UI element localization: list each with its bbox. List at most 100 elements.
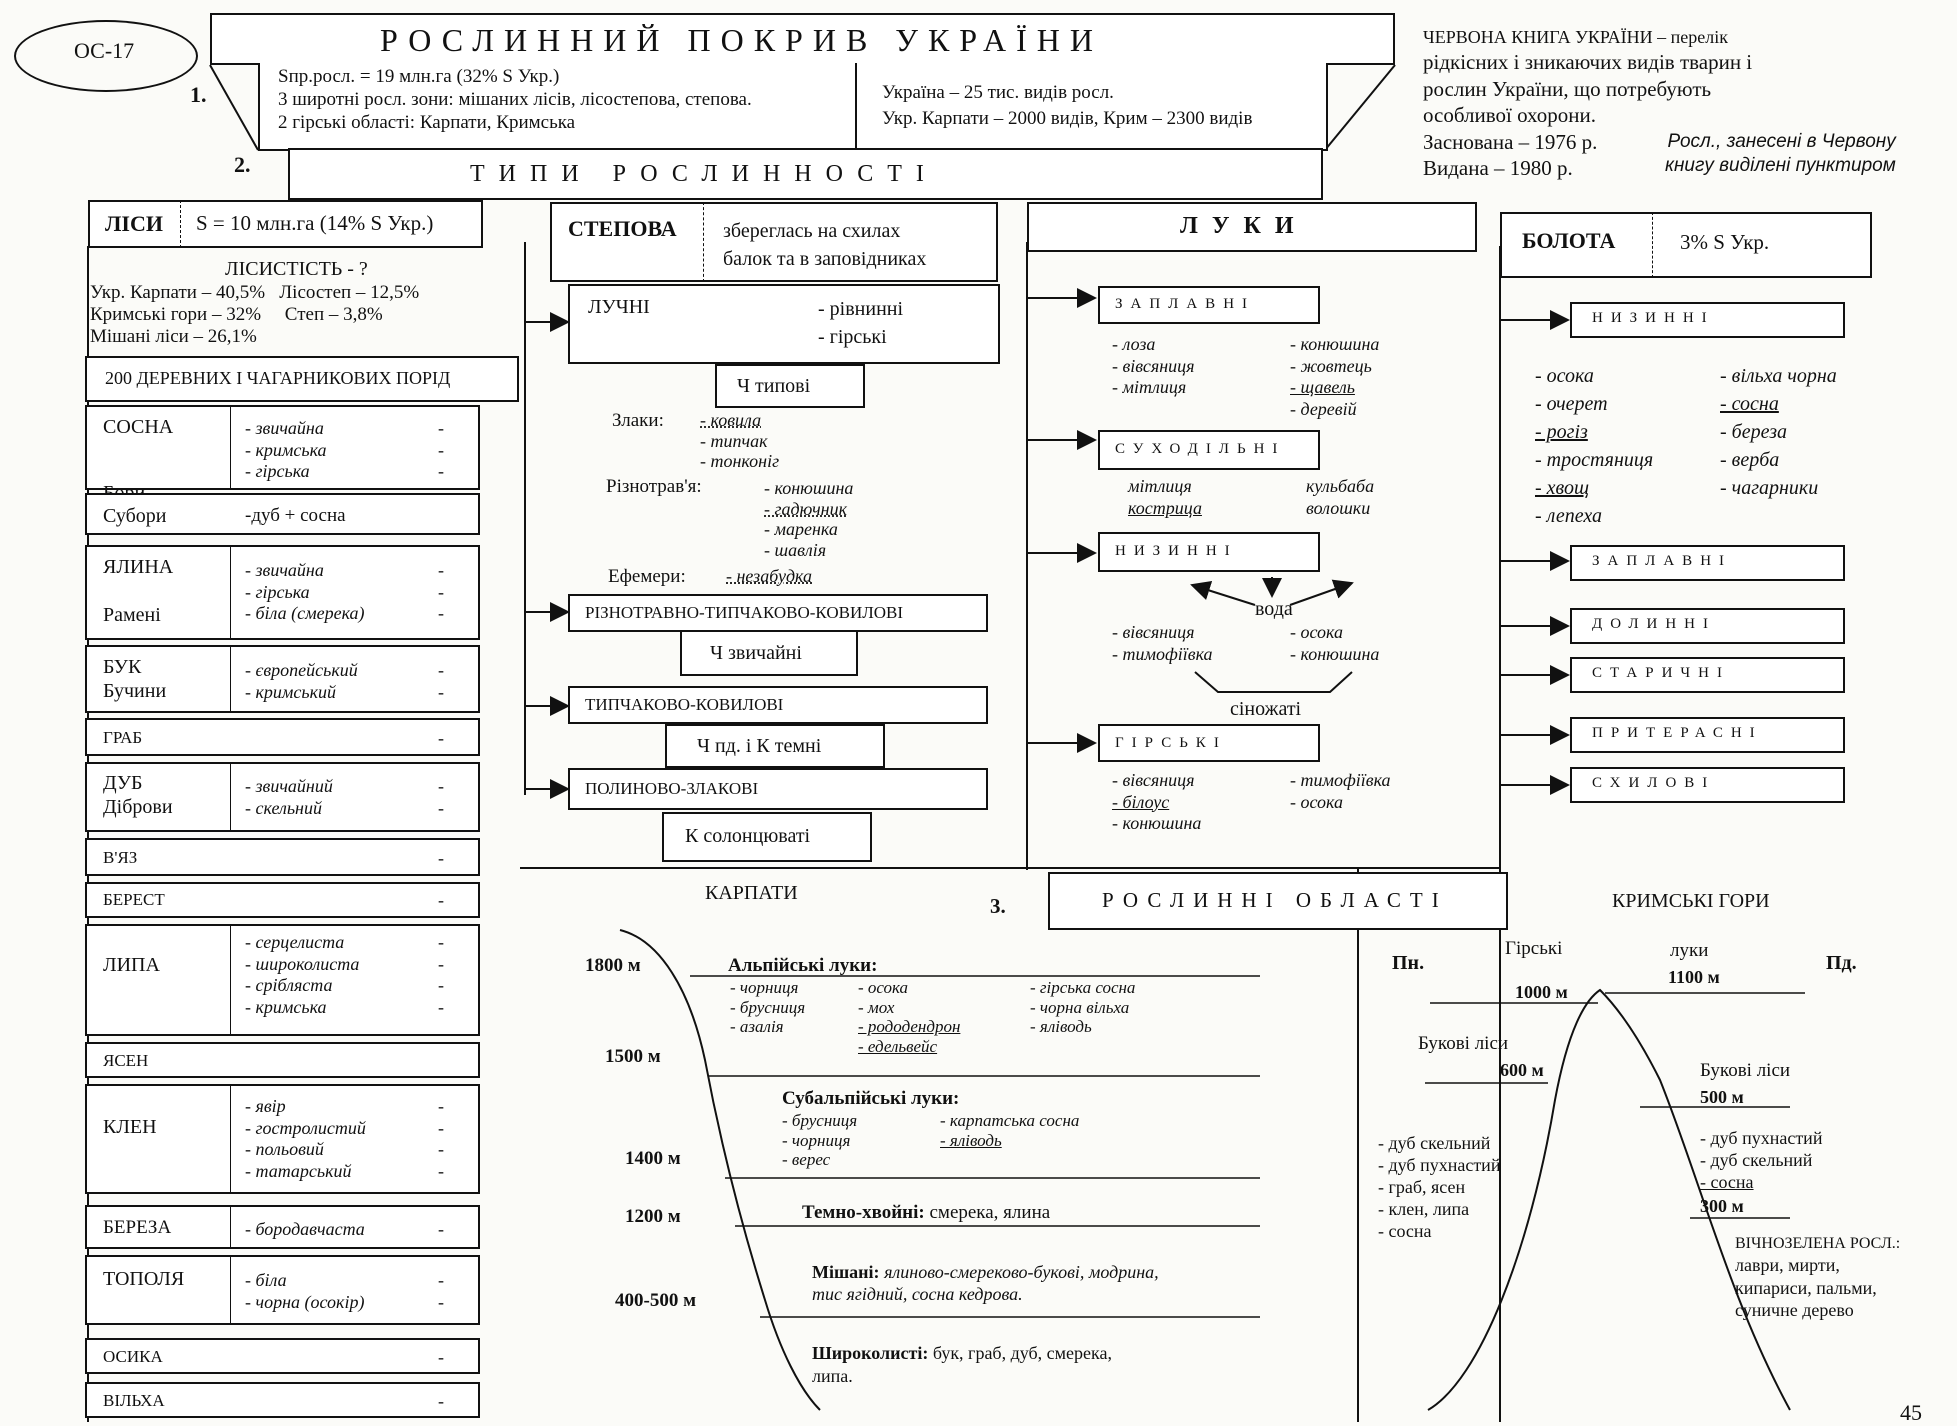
beech-sub: Бучини xyxy=(103,680,166,704)
meadow-floodplain: ЗАПЛАВНІ xyxy=(1115,296,1255,314)
section-2-number: 2. xyxy=(234,152,251,178)
grass: - ковила xyxy=(700,410,779,431)
spruce-name: ЯЛИНА xyxy=(103,556,173,580)
herb: - конюшина xyxy=(764,478,853,499)
dash: - xyxy=(438,560,444,582)
plant: кульбаба xyxy=(1306,476,1374,498)
steppe-mixed: РІЗНОТРАВНО-ТИПЧАКОВО-КОВИЛОВІ xyxy=(585,603,903,623)
hornbeam-box xyxy=(85,718,480,756)
ephemera-value: - незабудка xyxy=(726,566,812,587)
herbs-list: - конюшина - гадючник - маренка - шавлія xyxy=(764,478,853,561)
page-title: РОСЛИННИЙ ПОКРИВ УКРАЇНИ xyxy=(380,22,1103,60)
section-1-number: 1. xyxy=(190,82,207,108)
maple-type: - явір xyxy=(245,1096,366,1118)
subory-desc: -дуб + сосна xyxy=(245,505,346,527)
grass: - тонконіг xyxy=(700,451,779,472)
forestry-title: ЛІСИСТІСТЬ - ? xyxy=(225,258,368,282)
plant: - лепеха xyxy=(1535,502,1653,530)
poplar-name: ТОПОЛЯ xyxy=(103,1268,184,1292)
plant: - мох xyxy=(858,998,960,1018)
species-count: 200 ДЕРЕВНИХ І ЧАГАРНИКОВИХ ПОРІД xyxy=(105,368,450,389)
dash: - xyxy=(438,954,444,976)
subory-label: Субори xyxy=(103,505,166,529)
plant: - гірська сосна xyxy=(1030,978,1135,998)
maple-type: - гостролистий xyxy=(245,1118,366,1140)
subalpine-label: Субальпійські луки: xyxy=(782,1088,959,1110)
plant: - мітлиця xyxy=(1112,377,1195,399)
red-book-line: рідкісних і зникаючих видів тварин і xyxy=(1423,49,1752,76)
summary-left-2: 3 широтні росл. зони: мішаних лісів, ліс… xyxy=(278,89,752,111)
elm-name: В'ЯЗ xyxy=(103,848,137,868)
plant: - вівсяниця xyxy=(1112,622,1213,644)
plant: - брусниця xyxy=(730,998,805,1018)
steppe-typical: Ч типові xyxy=(737,375,810,399)
oak-type: - скельний xyxy=(245,798,333,820)
plant: - осока xyxy=(1290,792,1391,814)
steppe-header-divider xyxy=(703,202,704,282)
plant: - чорниця xyxy=(782,1131,857,1151)
plant: - вільха чорна xyxy=(1720,362,1837,390)
dash: - xyxy=(438,1292,444,1314)
plant: - лоза xyxy=(1112,334,1195,356)
swamp-left-list: - осока - очерет - рогіз - тростяниця - … xyxy=(1535,362,1653,530)
subalpine-col-2: - карпатська сосна - яліводь xyxy=(940,1111,1079,1150)
spruce-sub: Рамені xyxy=(103,604,161,628)
dash: - xyxy=(438,1391,444,1412)
plant: мітлиця xyxy=(1128,476,1202,498)
swamp-type: ЗАПЛАВНІ xyxy=(1592,553,1732,571)
birch-name: БЕРЕЗА xyxy=(103,1217,171,1239)
altitude-1200: 1200 м xyxy=(625,1206,681,1228)
swamp-type: СТАРИЧНІ xyxy=(1592,665,1730,683)
spruce-type: - гірська xyxy=(245,582,365,604)
beech-type: - європейський xyxy=(245,660,358,682)
linden-type: - срібляста xyxy=(245,975,359,997)
poplar-dashes: - - xyxy=(438,1270,444,1313)
plant: - чорна вільха xyxy=(1030,998,1135,1018)
steppe-wormwood: ПОЛИНОВО-ЗЛАКОВІ xyxy=(585,779,758,799)
types-title: ТИПИ РОСЛИННОСТІ xyxy=(470,160,938,188)
summary-divider xyxy=(855,63,857,151)
swamp-right-list: - вільха чорна - сосна - береза - верба … xyxy=(1720,362,1837,502)
broadleaf-line: бук, граб, дуб, смерека, xyxy=(933,1343,1112,1363)
grasses-label: Злаки: xyxy=(612,410,664,432)
plant: - тимофіївка xyxy=(1112,644,1213,666)
plant: - чагарники xyxy=(1720,474,1837,502)
steppe-label: СТЕПОВА xyxy=(568,216,677,242)
crimea-mountain-label: Гірські xyxy=(1505,938,1562,960)
plant: - вівсяниця xyxy=(1112,356,1195,378)
plant: - хвощ xyxy=(1535,474,1653,502)
beech-divider xyxy=(230,645,231,713)
altitude-1000: 1000 м xyxy=(1515,982,1568,1003)
summary-left-3: 2 гірські області: Карпати, Кримська xyxy=(278,112,575,134)
meadow-mountain: ГІРСЬКІ xyxy=(1115,735,1227,753)
steppe-ordinary: Ч звичайні xyxy=(710,642,802,666)
plant: - осока xyxy=(1535,362,1653,390)
altitude-600: 600 м xyxy=(1500,1060,1544,1081)
plant: - конюшина xyxy=(1112,813,1201,835)
oak-divider xyxy=(230,762,231,832)
dark-conifer-label: Темно-хвойні: xyxy=(802,1202,925,1223)
birch-type: - бородавчаста xyxy=(245,1219,365,1240)
dash: - xyxy=(438,1139,444,1161)
dash: - xyxy=(438,1219,444,1240)
dash: - xyxy=(438,440,444,462)
alpine-col-2: - осока - мох - рододендрон - едельвейс xyxy=(858,978,960,1056)
broadleaf-text: Широколисті: бук, граб, дуб, смерека, ли… xyxy=(812,1342,1112,1389)
forests-area: S = 10 млн.га (14% S Укр.) xyxy=(196,211,433,236)
plant: - яліводь xyxy=(940,1131,1079,1151)
dash: - xyxy=(438,1270,444,1292)
herbs-label: Різнотрав'я: xyxy=(606,476,702,498)
poplar-types: - біла - чорна (осокір) xyxy=(245,1270,364,1313)
steppe-desc-2: балок та в заповідниках xyxy=(723,248,926,272)
dash: - xyxy=(438,798,444,820)
dash: - xyxy=(438,728,444,749)
berest-name: БЕРЕСТ xyxy=(103,890,165,910)
maple-divider xyxy=(230,1084,231,1194)
section-3-number: 3. xyxy=(990,894,1006,919)
plant: - сосна xyxy=(1700,1172,1822,1194)
maple-dashes: - - - - xyxy=(438,1096,444,1182)
red-book-line: рослин України, що потребують xyxy=(1423,76,1752,103)
red-book-note-line: книгу виділені пунктиром xyxy=(1665,154,1896,178)
hayfields-label: сіножаті xyxy=(1230,698,1301,722)
pine-type: - звичайна xyxy=(245,418,327,440)
